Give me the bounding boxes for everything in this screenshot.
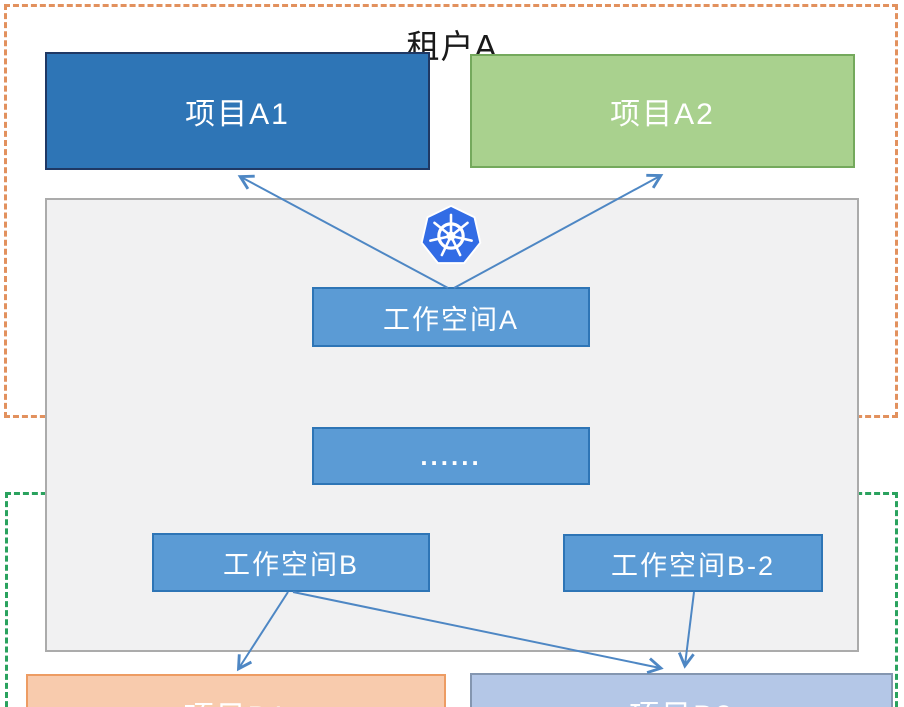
node-workspace-a: 工作空间A: [312, 287, 590, 347]
node-project-b1: 项目B1: [26, 674, 446, 707]
node-project-a1-label: 项目A1: [185, 98, 290, 131]
node-ellipsis-label: ......: [420, 440, 482, 471]
node-project-b2: 项目B2: [470, 673, 893, 707]
node-workspace-a-label: 工作空间A: [382, 304, 519, 335]
node-project-a1: 项目A1: [45, 52, 430, 170]
kubernetes-icon: [420, 204, 482, 265]
node-project-b2-label: 项目B2: [629, 691, 734, 707]
node-project-a2-label: 项目A2: [610, 98, 715, 131]
node-ellipsis: ......: [312, 427, 590, 485]
node-workspace-b-label: 工作空间B: [222, 550, 359, 580]
node-workspace-b: 工作空间B: [152, 533, 430, 592]
node-workspace-b2: 工作空间B-2: [563, 534, 823, 592]
node-project-a2: 项目A2: [470, 54, 855, 168]
node-workspace-b2-label: 工作空间B-2: [610, 550, 776, 581]
node-project-b1-label: 项目B1: [184, 692, 289, 707]
